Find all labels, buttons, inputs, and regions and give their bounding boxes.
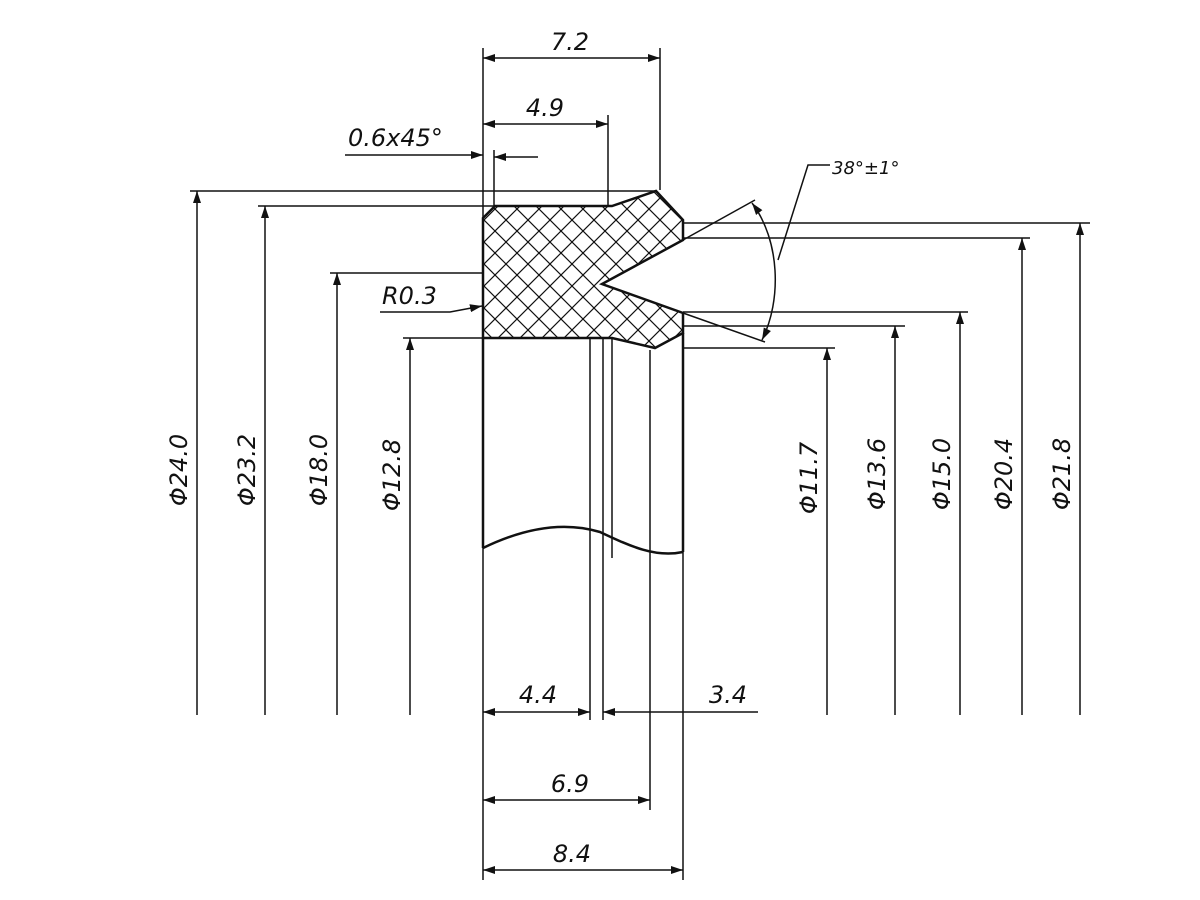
right-diameter-dims: Φ11.7 Φ13.6 Φ15.0 Φ20.4 Φ21.8 xyxy=(683,222,1090,715)
dia-12-8-label: Φ12.8 xyxy=(378,439,406,511)
dia-13-6-label: Φ13.6 xyxy=(863,438,891,510)
dim-3-4-label: 3.4 xyxy=(709,681,747,709)
dia-21-8-label: Φ21.8 xyxy=(1048,438,1076,510)
dim-8-4-label: 8.4 xyxy=(553,840,591,868)
dia-18-0-label: Φ18.0 xyxy=(305,434,333,506)
dia-15-0-label: Φ15.0 xyxy=(928,438,956,510)
dim-4-9-label: 4.9 xyxy=(526,94,564,122)
left-diameter-dims: Φ24.0 Φ23.2 Φ18.0 Φ12.8 xyxy=(165,190,656,715)
dia-24-0-label: Φ24.0 xyxy=(165,434,193,506)
dim-chamfer: 0.6x45° xyxy=(345,124,538,161)
dim-6-9-label: 6.9 xyxy=(551,770,589,798)
seal-body-lines xyxy=(481,333,685,810)
angle-annotation: 38°±1° xyxy=(682,158,899,343)
chamfer-label: 0.6x45° xyxy=(348,124,443,152)
dim-3-4: 3.4 xyxy=(603,681,758,716)
dia-20-4-label: Φ20.4 xyxy=(990,438,1018,510)
radius-annotation: R0.3 xyxy=(380,282,483,313)
dim-7-2-label: 7.2 xyxy=(551,28,589,56)
seal-section-hatched xyxy=(481,189,685,350)
dim-4-4: 4.4 xyxy=(483,681,590,716)
angle-label: 38°±1° xyxy=(832,158,899,179)
dia-11-7-label: Φ11.7 xyxy=(795,441,823,514)
dim-6-9: 6.9 xyxy=(483,770,650,804)
radius-label: R0.3 xyxy=(382,282,437,310)
dim-4-4-label: 4.4 xyxy=(519,681,557,709)
dia-23-2-label: Φ23.2 xyxy=(233,434,261,506)
extension-lines xyxy=(482,48,684,880)
dim-4-9: 4.9 xyxy=(483,94,608,128)
dim-8-4: 8.4 xyxy=(483,840,683,874)
dim-7-2: 7.2 xyxy=(483,28,660,62)
